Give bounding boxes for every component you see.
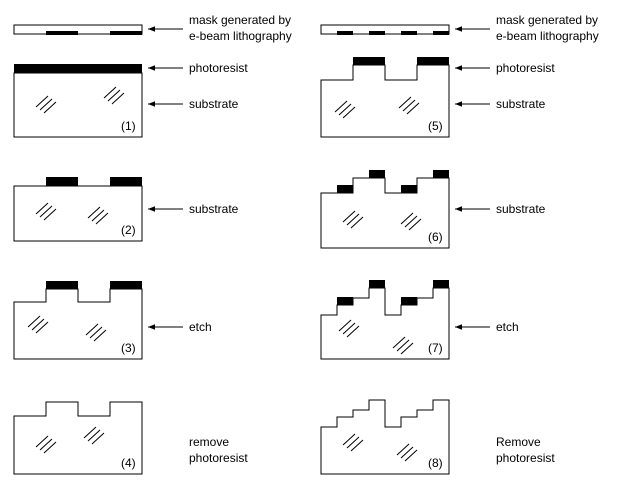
step-number-3: (3) <box>121 341 136 355</box>
glass-hatch-icon <box>35 202 109 225</box>
left-remove-label-line1: remove <box>189 435 229 449</box>
step-number-4: (4) <box>121 456 136 470</box>
right-mask-label-line1: mask generated by <box>496 13 598 27</box>
right-step8-wafer <box>320 399 450 475</box>
right-mask-label-line2: e-beam lithography <box>496 29 599 43</box>
step-number-1: (1) <box>121 119 136 133</box>
glass-hatch-icon <box>35 86 125 114</box>
step-number-5: (5) <box>428 119 443 133</box>
right-step5-wafer <box>320 57 450 138</box>
right-remove-label-line1: Remove <box>496 435 541 449</box>
glass-hatch-icon <box>334 96 420 119</box>
right-step6-wafer <box>320 170 450 249</box>
glass-hatch-icon <box>35 426 105 454</box>
step-number-8: (8) <box>428 456 443 470</box>
right-remove-label-line2: photoresist <box>496 451 555 465</box>
right-substrate-label-1: substrate <box>496 97 546 111</box>
glass-hatch-icon <box>338 319 414 355</box>
left-etch-label: etch <box>189 320 212 334</box>
right-step7-wafer <box>320 280 450 360</box>
left-step2-wafer <box>13 177 143 242</box>
left-mask-label-line1: mask generated by <box>189 13 291 27</box>
left-step1-wafer <box>13 64 143 138</box>
right-etch-label: etch <box>496 320 519 334</box>
left-mask-label-line2: e-beam lithography <box>189 29 292 43</box>
step-number-6: (6) <box>428 230 443 244</box>
right-photoresist-label: photoresist <box>496 61 555 75</box>
left-mask <box>13 24 143 35</box>
left-step3-wafer <box>13 281 143 360</box>
left-remove-label-line2: photoresist <box>189 451 248 465</box>
glass-hatch-icon <box>342 433 418 462</box>
right-substrate-label-2: substrate <box>496 202 546 216</box>
left-step4-wafer <box>13 401 143 475</box>
step-number-2: (2) <box>121 223 136 237</box>
left-photoresist-label: photoresist <box>189 61 248 75</box>
right-mask <box>320 24 450 35</box>
glass-hatch-icon <box>342 210 422 231</box>
left-substrate-label-1: substrate <box>189 97 239 111</box>
left-substrate-label-2: substrate <box>189 202 239 216</box>
glass-hatch-icon <box>27 315 107 342</box>
step-number-7: (7) <box>428 341 443 355</box>
